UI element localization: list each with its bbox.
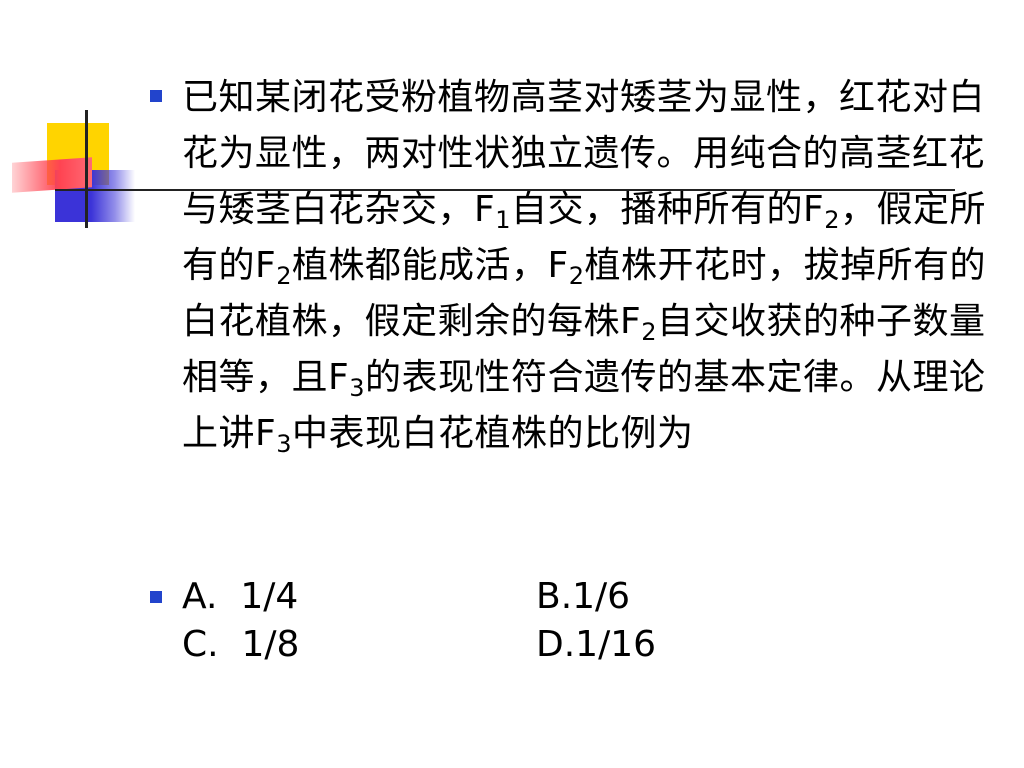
question-text-segment: 的表现性符合遗传的基本定律。从理论上讲F	[182, 357, 986, 454]
question-text-segment: ，假定所有的F	[182, 189, 987, 286]
ornament-horizontal-line	[55, 189, 955, 191]
subscript: 2	[824, 206, 840, 234]
question-text-segment: 植株都能成活，F	[292, 245, 569, 286]
ornament-vertical-line	[85, 110, 88, 228]
option-b: B.1/6	[536, 576, 631, 617]
subscript: 3	[276, 430, 292, 458]
subscript: 2	[568, 262, 585, 290]
ornament-red-bar	[12, 157, 92, 193]
option-a: A. 1/4	[182, 576, 299, 617]
bullet-square-icon	[150, 591, 162, 603]
slide-ornament	[0, 0, 955, 240]
question-text-segment: 已知某闭花受粉植物高茎对矮茎为显性，红花对白花为显性，两对性状独立遗传。用纯合的…	[182, 77, 986, 230]
subscript: 2	[276, 262, 292, 290]
question-text-segment: 自交，播种所有的F	[511, 189, 825, 230]
option-c: C. 1/8	[182, 624, 300, 665]
question-text: 已知某闭花受粉植物高茎对矮茎为显性，红花对白花为显性，两对性状独立遗传。用纯合的…	[182, 70, 997, 462]
question-text-segment: 中表现白花植株的比例为	[292, 413, 694, 454]
subscript: 2	[641, 318, 657, 346]
question-text-segment: 植株开花时，拔掉所有的白花植株，假定剩余的每株F	[182, 245, 987, 342]
subscript: 1	[495, 206, 511, 234]
question-text-segment: 自交收获的种子数量相等，且F	[182, 301, 986, 398]
option-d: D.1/16	[536, 624, 657, 665]
bullet-square-icon	[150, 90, 162, 102]
subscript: 3	[349, 374, 365, 402]
